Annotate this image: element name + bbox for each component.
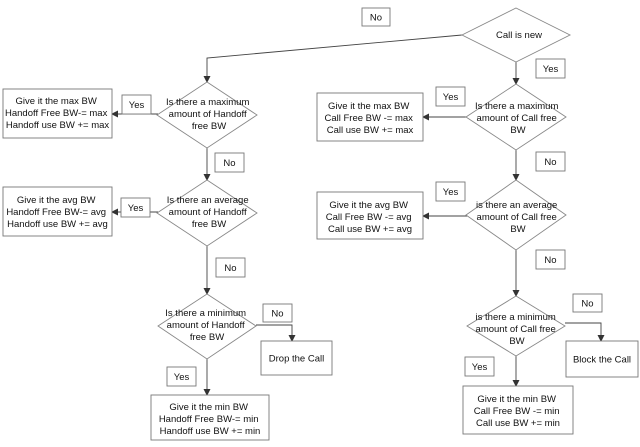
svg-text:Drop the Call: Drop the Call <box>269 354 324 365</box>
connectors <box>111 34 605 396</box>
svg-text:Yes: Yes <box>443 92 459 103</box>
svg-text:Give it the max BW Call: Give it the max BW Call Free BW -= max C… <box>324 101 415 136</box>
call-max-no-label: No <box>535 151 566 172</box>
handoff-max-q-2: amount of Handoff <box>169 109 247 120</box>
svg-text:No: No <box>223 158 235 169</box>
svg-text:Yes: Yes <box>174 372 190 383</box>
handoff-avg-action: Give it the avg BW Handoff Free BW-= avg… <box>2 186 113 237</box>
handoff-avg-no-label: No <box>215 257 246 278</box>
handoff-avg-decision: Is there an average amount of Handoff fr… <box>156 179 258 247</box>
svg-text:Give it the min BW Hando: Give it the min BW Handoff Free BW-= min… <box>159 402 261 437</box>
block-call-box: Block the Call <box>565 340 639 378</box>
svg-text:Give it the min BW Call: Give it the min BW Call Free BW -= min C… <box>474 394 562 429</box>
call-min-action: Give it the min BW Call Free BW -= min C… <box>462 385 574 435</box>
handoff-max-decision: Is there a maximum amount of Handoff fre… <box>156 81 258 149</box>
svg-text:Is there a minimum amoun: Is there a minimum amount of Handoff fre… <box>165 308 248 343</box>
svg-text:Yes: Yes <box>443 187 459 198</box>
call-max-decision: Is there a maximum amount of Call free B… <box>465 83 567 151</box>
svg-text:No: No <box>544 157 556 168</box>
handoff-avg-yes-label: Yes <box>120 197 151 218</box>
handoff-min-action: Give it the min BW Handoff Free BW-= min… <box>150 394 270 441</box>
call-min-no-label: No <box>572 293 603 313</box>
svg-text:No: No <box>370 13 382 24</box>
call-avg-decision: is there an average amount of Call free … <box>465 179 567 251</box>
svg-text:is there an average amou: is there an average amount of Call free … <box>476 200 560 235</box>
handoff-max-q-3: free BW <box>192 121 226 132</box>
svg-text:No: No <box>224 263 236 274</box>
connector-cmin-no <box>565 322 605 342</box>
start-yes-label: Yes <box>535 58 566 79</box>
svg-text:Block the Call: Block the Call <box>573 355 631 366</box>
call-max-yes-label: Yes <box>435 86 466 107</box>
svg-text:Is there a maximum amoun: Is there a maximum amount of Handoff fre… <box>166 97 252 132</box>
handoff-max-q-1: Is there a maximum <box>166 97 249 108</box>
svg-text:Is there an average amou: Is there an average amount of Handoff fr… <box>167 195 252 230</box>
svg-text:Give it the avg BW Call: Give it the avg BW Call Free BW -= avg C… <box>326 200 414 235</box>
handoff-max-no-label: No <box>214 152 245 173</box>
svg-text:Is there a maximum amoun: Is there a maximum amount of Call free B… <box>475 101 561 136</box>
call-avg-action: Give it the avg BW Call Free BW -= avg C… <box>316 191 424 240</box>
svg-text:Give it the avg BW Hando: Give it the avg BW Handoff Free BW-= avg… <box>6 195 108 230</box>
svg-text:is there a minimum amoun: is there a minimum amount of Call free B… <box>476 312 559 347</box>
connector-start-no <box>203 34 463 83</box>
handoff-min-decision: Is there a minimum amount of Handoff fre… <box>157 293 257 360</box>
call-min-decision: is there a minimum amount of Call free B… <box>466 295 566 357</box>
handoff-max-action: Give it the max BW Handoff Free BW-= max… <box>2 88 113 139</box>
svg-text:Yes: Yes <box>128 203 144 214</box>
svg-text:No: No <box>581 299 593 310</box>
call-avg-no-label: No <box>535 249 566 270</box>
svg-text:Yes: Yes <box>129 100 145 111</box>
call-min-yes-label: Yes <box>464 356 495 377</box>
drop-call-box: Drop the Call <box>260 340 333 376</box>
start-decision-text: Call is new <box>496 30 542 41</box>
svg-text:Yes: Yes <box>472 362 488 373</box>
call-avg-yes-label: Yes <box>435 181 466 202</box>
svg-text:No: No <box>271 309 283 320</box>
handoff-min-no-label: No <box>262 303 293 323</box>
handoff-min-yes-label: Yes <box>166 366 197 387</box>
start-decision: Call is new <box>460 7 572 63</box>
svg-text:Give it the max BW Hando: Give it the max BW Handoff Free BW-= max… <box>5 96 110 131</box>
start-no-label: No <box>361 7 391 27</box>
svg-text:No: No <box>544 255 556 266</box>
handoff-max-yes-label: Yes <box>121 94 152 115</box>
connector-hmin-no <box>256 324 296 342</box>
svg-text:Yes: Yes <box>543 64 559 75</box>
call-max-action: Give it the max BW Call Free BW -= max C… <box>316 92 424 142</box>
